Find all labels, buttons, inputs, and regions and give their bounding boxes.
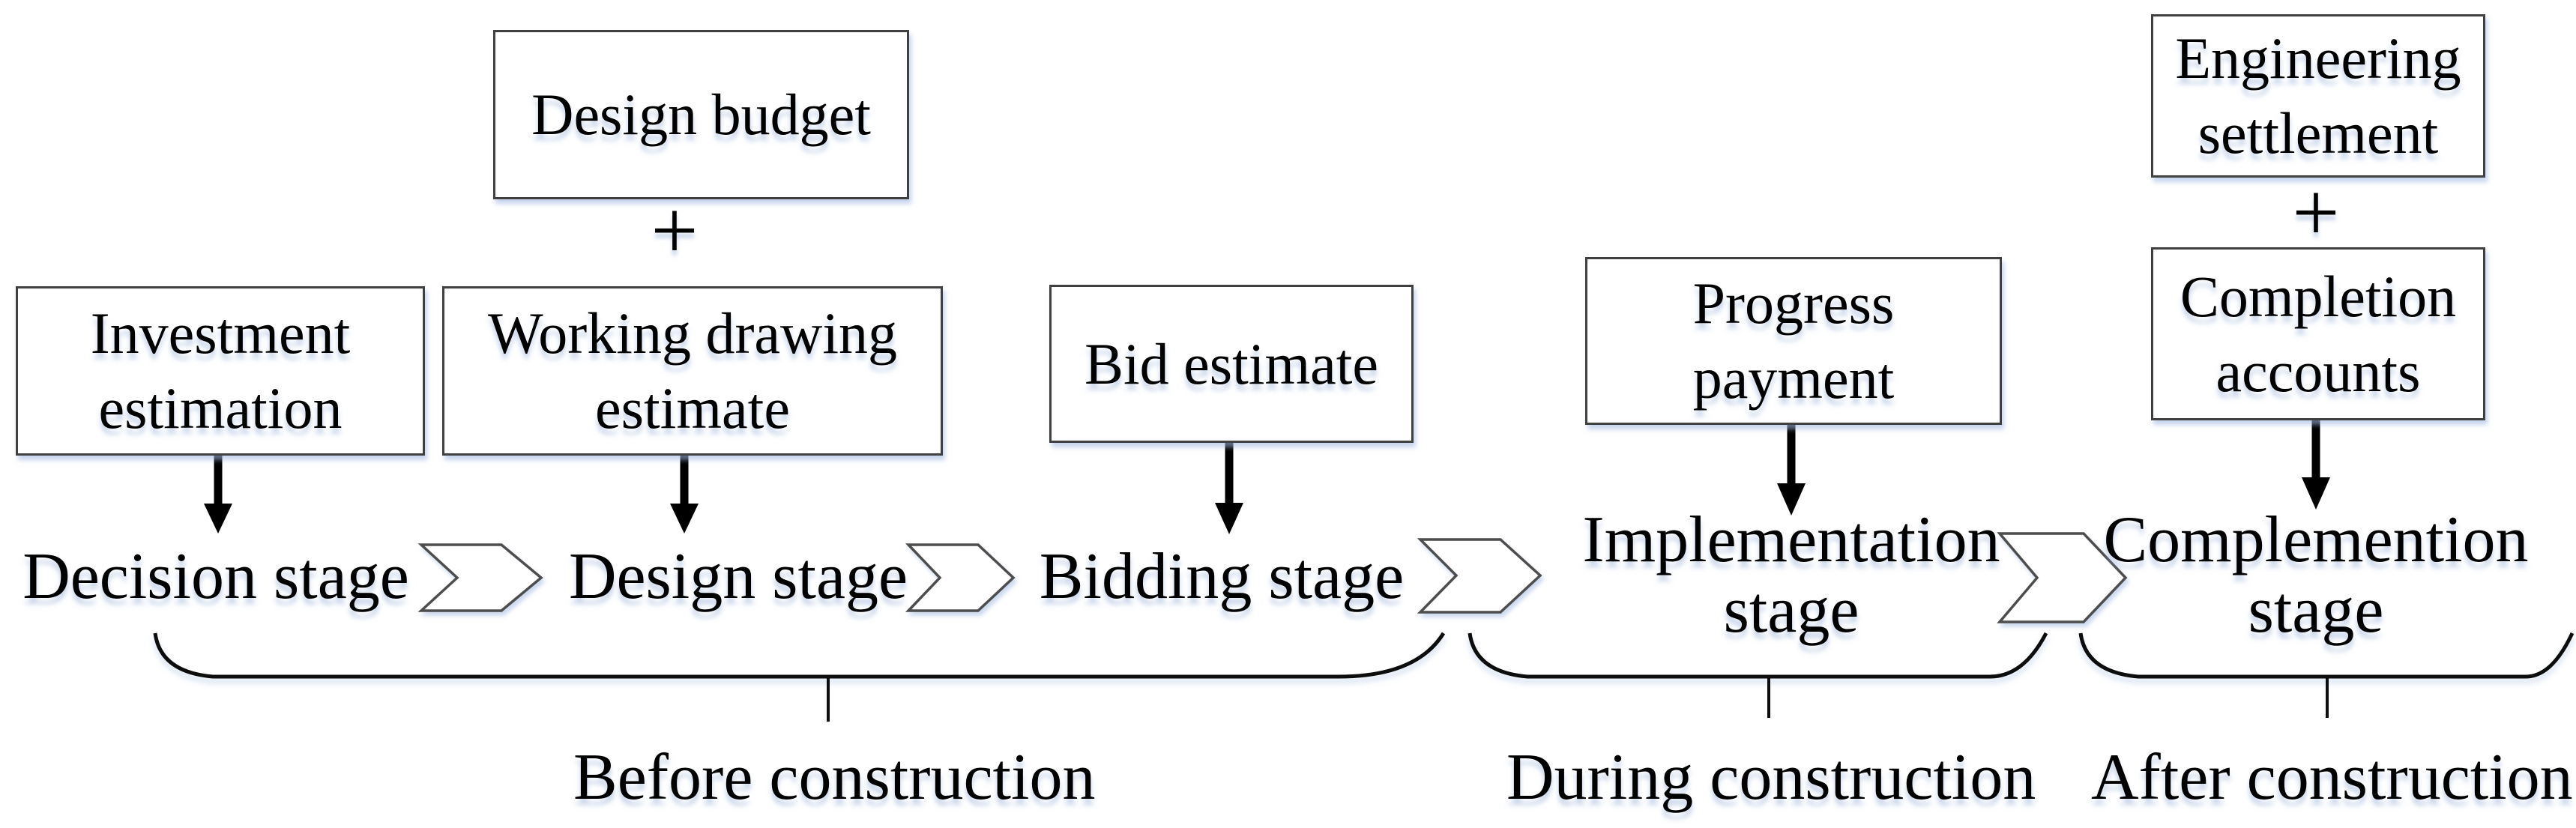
down-arrow-icon xyxy=(2302,420,2330,510)
underbrace-during-construction xyxy=(1468,632,2048,679)
down-arrow-icon xyxy=(204,455,232,534)
box-label: Progress payment xyxy=(1692,271,1895,411)
phase-label-during-construction: During construction xyxy=(1506,741,2036,814)
stage-label-design: Design stage xyxy=(568,540,908,613)
box-investment-estimation: Investment estimation xyxy=(16,286,425,456)
box-bid-estimate: Bid estimate xyxy=(1049,285,1414,443)
box-label: Engineering settlement xyxy=(2175,25,2461,166)
box-label: Design budget xyxy=(531,82,871,147)
stage-label-bidding: Bidding stage xyxy=(1039,540,1405,613)
phase-label-after-construction: After construction xyxy=(2091,741,2573,814)
stage-label-implementation: Implementation stage xyxy=(1582,504,2000,647)
chevron-right-icon xyxy=(417,543,543,612)
box-progress-payment: Progress payment xyxy=(1585,257,2002,425)
plus-icon: + xyxy=(651,184,699,277)
chevron-right-icon xyxy=(1417,538,1542,614)
phase-label-before-construction: Before construction xyxy=(573,741,1096,814)
box-engineering-settlement: Engineering settlement xyxy=(2151,14,2485,178)
stage-label-decision: Decision stage xyxy=(22,540,409,613)
underbrace-after-construction xyxy=(2078,632,2575,679)
box-design-budget: Design budget xyxy=(493,30,909,199)
box-label: Investment estimation xyxy=(90,300,351,441)
box-label: Completion accounts xyxy=(2180,263,2457,404)
chevron-right-icon xyxy=(905,543,1016,612)
down-arrow-icon xyxy=(1215,442,1243,534)
box-completion-accounts: Completion accounts xyxy=(2151,247,2485,420)
plus-icon: + xyxy=(2292,166,2340,259)
stage-label-complemention: Complemention stage xyxy=(2103,504,2529,647)
box-working-drawing-estimate: Working drawing estimate xyxy=(442,286,943,456)
chevron-right-icon xyxy=(1997,532,2128,623)
box-label: Working drawing estimate xyxy=(487,300,898,441)
down-arrow-icon xyxy=(670,455,699,534)
box-label: Bid estimate xyxy=(1084,330,1379,396)
down-arrow-icon xyxy=(1777,424,1806,516)
underbrace-before-construction xyxy=(153,632,1446,679)
